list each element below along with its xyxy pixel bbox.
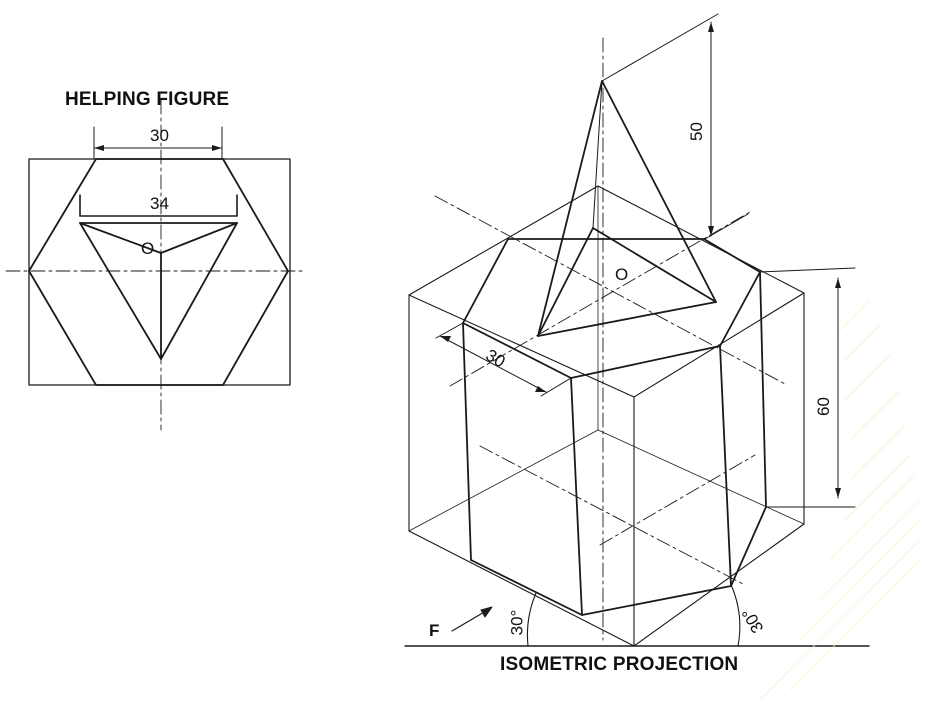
- angle-arc-right: [731, 586, 741, 647]
- helping-edge-b: [160, 222, 238, 254]
- iso-centerlines: [434, 37, 786, 641]
- helping-hexagon: [28, 158, 289, 386]
- isometric-title: ISOMETRIC PROJECTION: [500, 654, 739, 675]
- helping-dim-34-label: 34: [150, 194, 169, 213]
- triangular-pyramid: [537, 80, 717, 337]
- dim-30-side: [435, 322, 572, 397]
- view-label-f: F: [429, 621, 440, 640]
- isometric-projection: [404, 13, 870, 647]
- angle-arc-left: [526, 592, 537, 647]
- helping-figure-title: HELPING FIGURE: [65, 89, 230, 110]
- helping-figure: [5, 99, 305, 431]
- helping-edge-a: [79, 222, 162, 254]
- dim-50: [601, 13, 749, 240]
- helping-triangle: [79, 222, 238, 360]
- hexagonal-prism: [462, 238, 767, 616]
- iso-dim-60-label: 60: [813, 397, 833, 416]
- helping-dim-30-label: 30: [150, 126, 169, 145]
- helping-bounding-box: [28, 158, 291, 386]
- iso-dim-50-label: 50: [686, 122, 706, 141]
- helping-center-label: O: [141, 239, 155, 258]
- view-arrow-line: [451, 610, 487, 632]
- enclosing-box: [408, 185, 805, 647]
- angle-left-label: 30°: [507, 609, 527, 636]
- faint-stripes: [759, 299, 921, 701]
- dim-60: [759, 267, 856, 508]
- helping-dim34-bracket: [79, 194, 238, 217]
- view-arrow-head: [480, 606, 493, 618]
- dimension-arrowheads: [94, 22, 841, 498]
- iso-center-label: O: [615, 265, 629, 284]
